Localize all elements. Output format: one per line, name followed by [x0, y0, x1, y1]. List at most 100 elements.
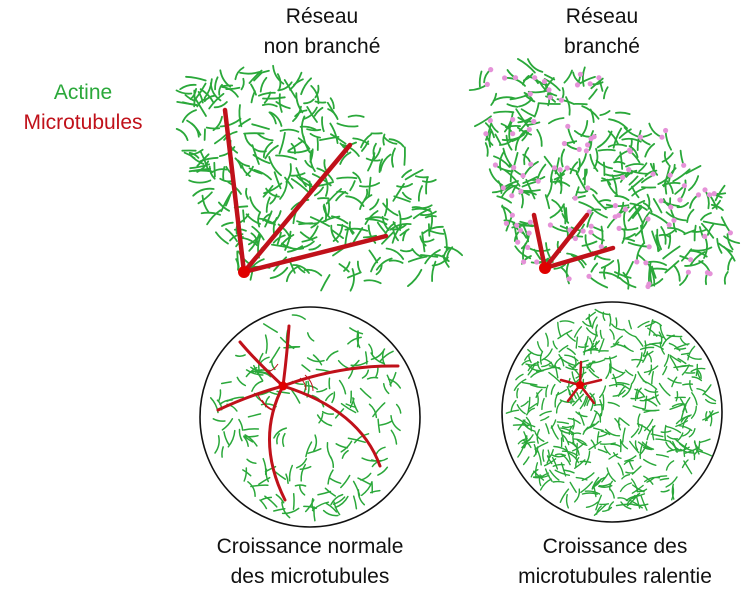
actin-filament [608, 118, 628, 130]
actin-filament [648, 122, 663, 139]
branch-point [527, 91, 533, 97]
actin-filament [262, 96, 286, 100]
actin-filament [478, 70, 483, 88]
actin-filament [665, 211, 687, 222]
actin-filament [350, 360, 369, 367]
actin-filament [521, 438, 532, 444]
actin-filament [214, 435, 220, 454]
actin-filament [637, 320, 650, 328]
actin-filament [189, 163, 210, 170]
actin-filament [333, 501, 341, 516]
branch-point [518, 188, 524, 194]
actin-filament [682, 383, 694, 386]
branch-point [572, 235, 579, 242]
branch-point [702, 187, 708, 193]
actin-filament [604, 172, 626, 177]
actin-filament [360, 133, 373, 149]
caption-slowed-growth: Croissance des microtubules ralentie [490, 532, 740, 591]
branch-point [671, 217, 677, 223]
actin-filament [565, 366, 578, 371]
microtubule [531, 212, 548, 271]
actin-filament [330, 493, 344, 506]
actin-filament [388, 259, 404, 264]
actin-filament [677, 364, 694, 368]
branch-point [612, 203, 619, 209]
actin-filament [621, 228, 626, 244]
actin-filament [361, 140, 370, 152]
actin-filament [238, 418, 244, 431]
actin-filament [691, 376, 703, 382]
actin-filament [299, 231, 314, 241]
actin-filament [349, 327, 364, 335]
branch-point [688, 257, 694, 263]
actin-filament [669, 354, 682, 363]
actin-filament [259, 499, 268, 510]
actin-filament [321, 215, 341, 224]
actin-filament [627, 241, 651, 248]
actin-filament [249, 196, 261, 213]
actin-filament [303, 268, 323, 277]
actin-filament [594, 308, 611, 316]
microtubule [241, 233, 389, 275]
actin-filament [259, 356, 270, 364]
branch-point [488, 67, 494, 73]
actin-filament [597, 448, 608, 454]
actin-filament [666, 334, 683, 338]
actin-filament [553, 263, 566, 270]
actin-filament [201, 194, 210, 214]
actin-filament [574, 488, 581, 503]
actin-filament [493, 155, 511, 168]
actin-filament [422, 225, 444, 235]
actin-filament [353, 433, 370, 444]
actin-filament [571, 443, 585, 452]
actin-filament [391, 147, 396, 168]
actin-filament [250, 90, 256, 104]
actin-filament [525, 178, 536, 200]
actin-filament [679, 448, 694, 454]
actin-filament [558, 344, 569, 353]
branch-point [492, 162, 498, 168]
actin-filament [644, 169, 658, 177]
actin-filament [595, 494, 602, 511]
actin-filament [527, 348, 542, 357]
actin-filament [395, 403, 402, 414]
actin-filament [671, 485, 675, 501]
branch-point [503, 220, 509, 226]
actin-filament [239, 71, 261, 75]
actin-filament [390, 429, 398, 445]
actin-filament [628, 460, 634, 470]
actin-filament [558, 179, 563, 195]
actin-filament [677, 357, 687, 365]
microtubule-aster-slowed [559, 360, 603, 405]
actin-filament [234, 157, 243, 169]
actin-filament [593, 427, 604, 432]
actin-filament [607, 401, 620, 407]
actin-filament [651, 230, 661, 252]
actin-filament [634, 440, 639, 451]
actin-filament [663, 151, 670, 166]
actin-filament [686, 208, 695, 223]
actin-network-unbranched [175, 64, 463, 292]
actin-filament [407, 268, 423, 287]
branch-point [561, 140, 568, 147]
actin-filament [502, 147, 513, 167]
branch-point [598, 244, 604, 250]
actin-filament [327, 108, 339, 120]
actin-filament [196, 98, 206, 108]
actin-filament [275, 493, 285, 504]
actin-filament [389, 223, 407, 231]
actin-filament [543, 358, 554, 367]
actin-filament [625, 495, 638, 502]
actin-filament [203, 78, 213, 99]
actin-filament [707, 223, 715, 236]
actin-filament [322, 509, 339, 517]
actin-filament [559, 399, 575, 403]
actin-filament [381, 350, 387, 368]
branch-point [658, 198, 664, 204]
actin-filament [288, 464, 294, 482]
actin-filament [285, 266, 298, 283]
actin-filament [644, 143, 656, 158]
actin-filament [295, 458, 308, 469]
actin-filament [247, 481, 256, 497]
actin-filament [622, 271, 630, 290]
